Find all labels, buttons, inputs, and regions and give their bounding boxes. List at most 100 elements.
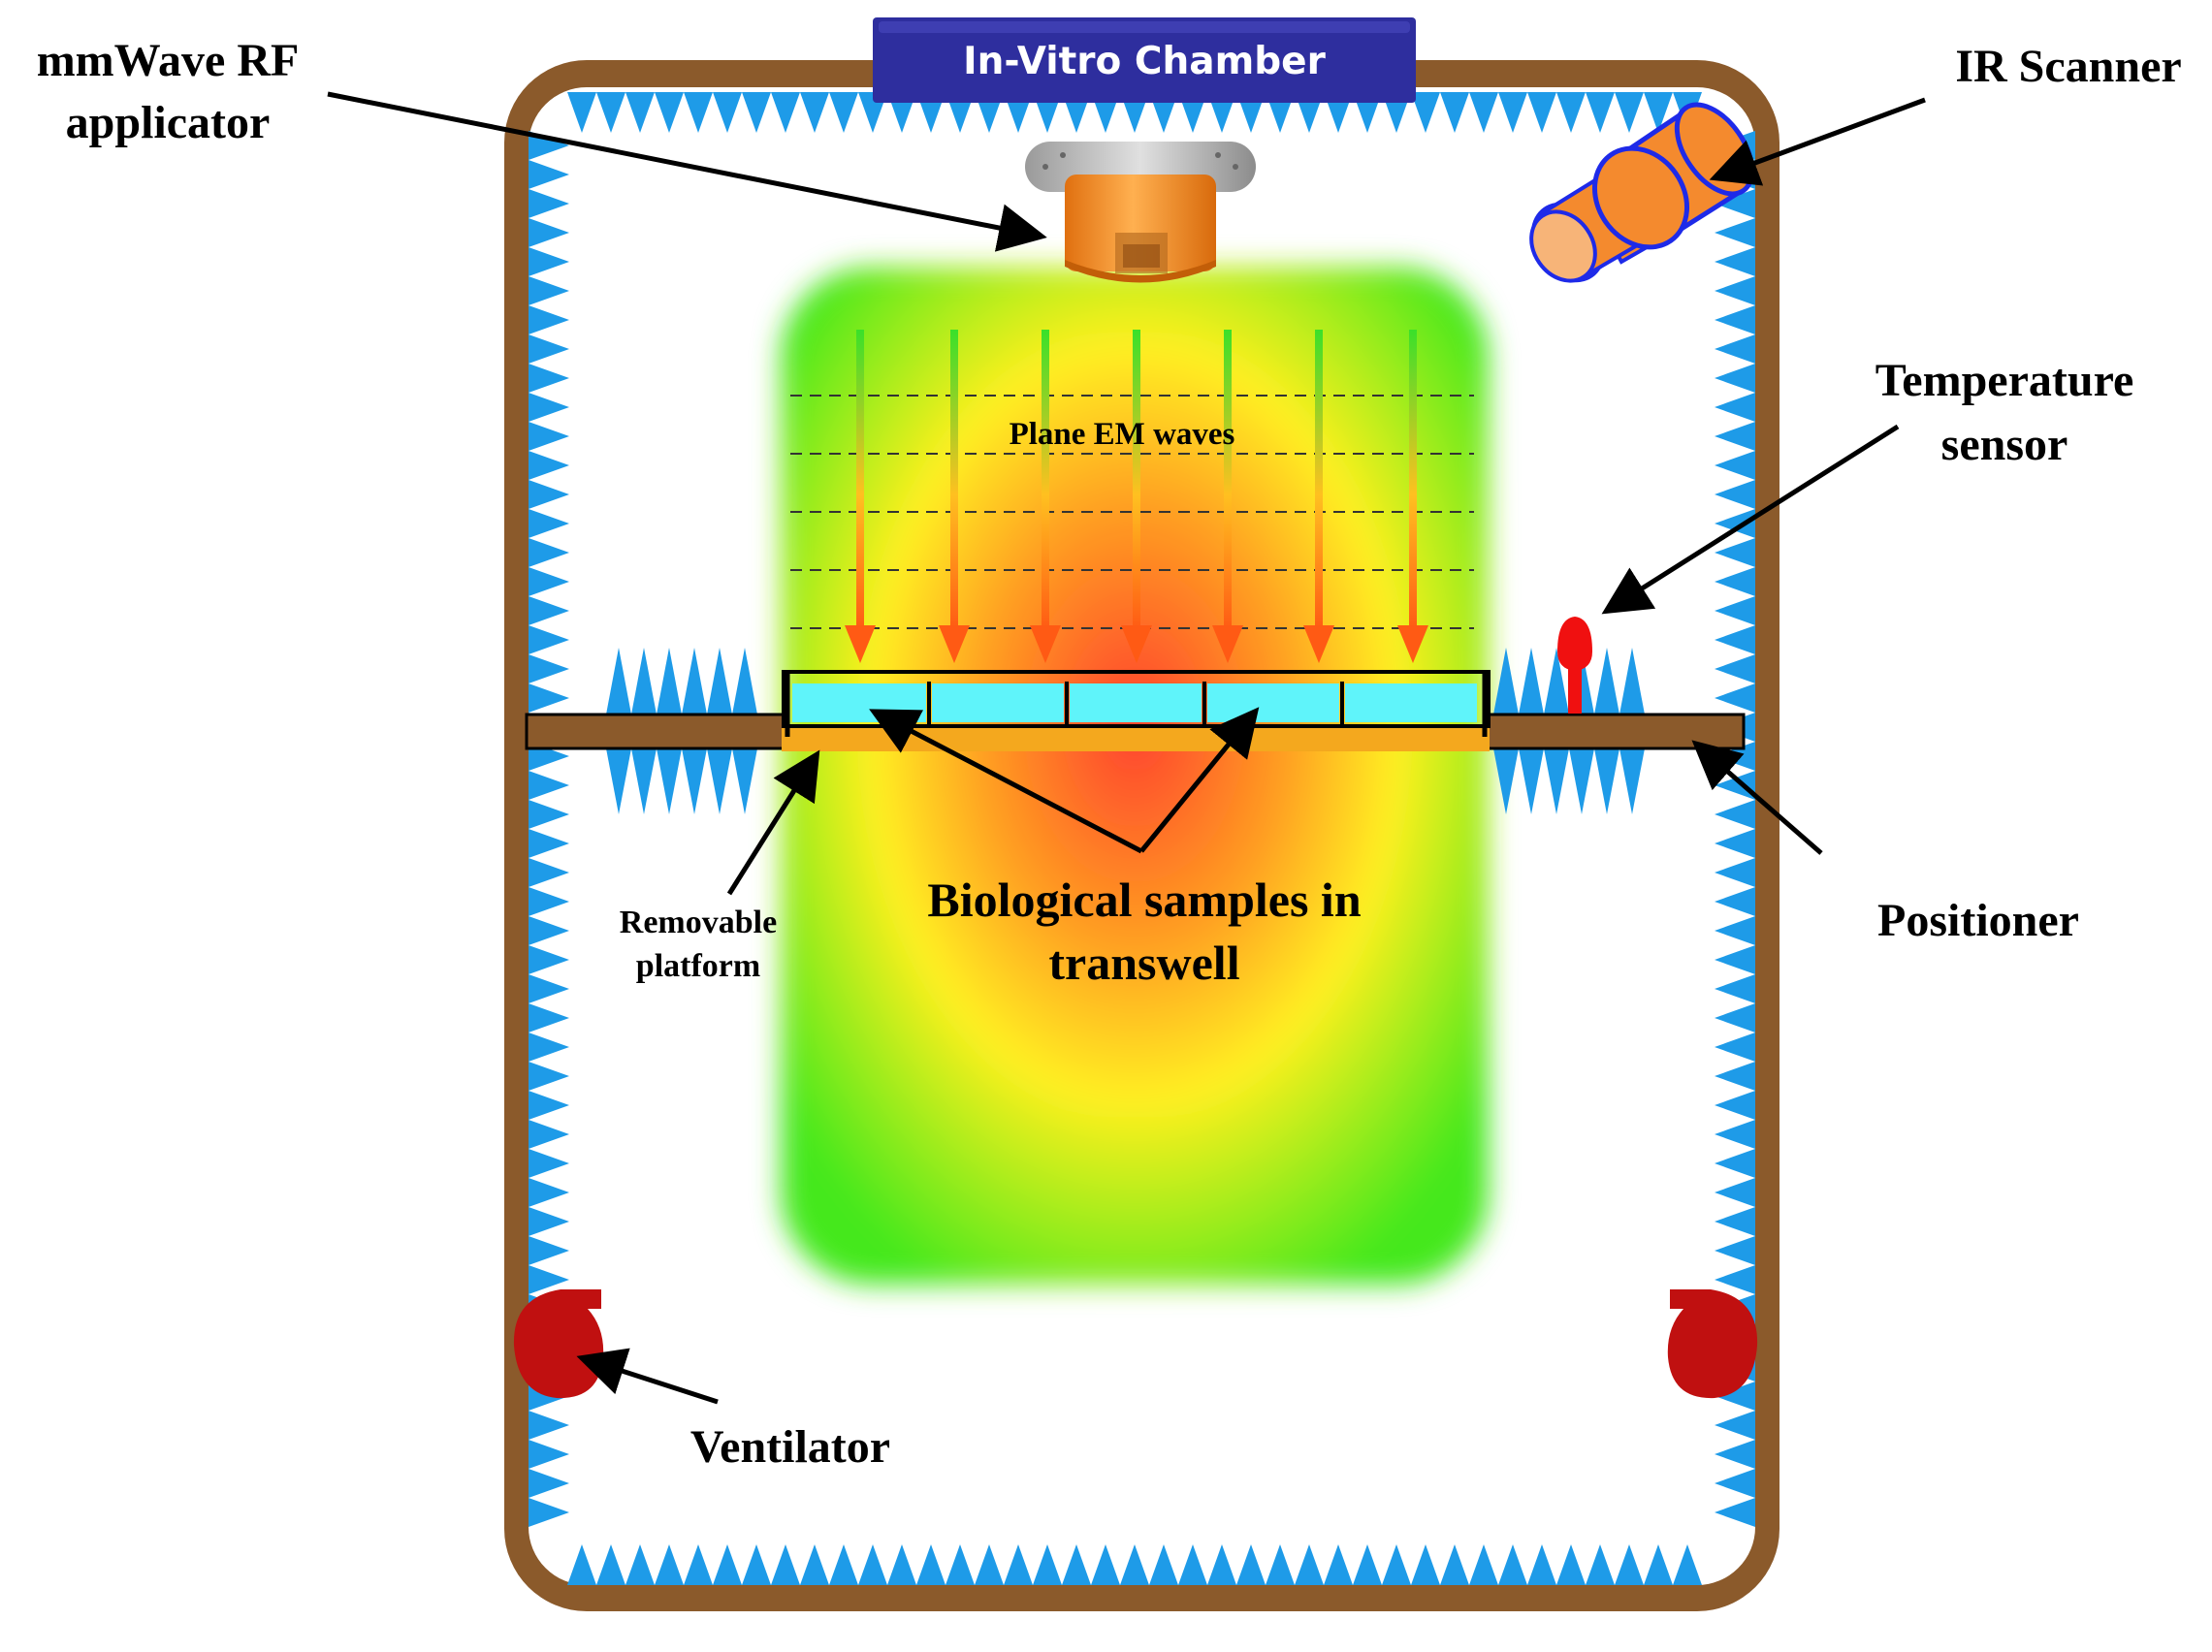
positioner-absorber-tooth	[1544, 648, 1569, 715]
absorber-tooth	[742, 1544, 771, 1585]
absorber-tooth	[529, 974, 569, 1003]
positioner-absorber-tooth	[1493, 648, 1519, 715]
positioner-absorber-tooth	[732, 648, 757, 715]
absorber-tooth	[529, 1265, 569, 1294]
positioner-absorber-tooth	[606, 648, 631, 715]
absorber-tooth	[529, 247, 569, 276]
absorber-tooth	[529, 683, 569, 713]
absorber-tooth	[946, 1544, 975, 1585]
absorber-tooth	[742, 92, 771, 133]
absorber-tooth	[529, 625, 569, 654]
absorber-tooth	[529, 887, 569, 916]
absorber-tooth	[529, 1062, 569, 1091]
temperature-sensor-icon	[1557, 617, 1592, 714]
wave-arrow-head	[1121, 625, 1152, 663]
positioner-bar-right	[1485, 713, 1746, 750]
absorber-tooth	[529, 829, 569, 858]
absorber-tooth	[529, 1411, 569, 1440]
wave-arrow-head	[1303, 625, 1334, 663]
absorber-tooth	[1411, 1544, 1440, 1585]
absorber-tooth	[1324, 1544, 1353, 1585]
positioner-absorber-tooth	[606, 748, 631, 814]
absorber-tooth	[1715, 1382, 1755, 1411]
absorber-tooth	[1715, 189, 1755, 218]
platform-label-line2: platform	[636, 948, 760, 984]
absorber-tooth	[567, 1544, 596, 1585]
absorber-tooth	[625, 1544, 655, 1585]
absorber-tooth	[1615, 92, 1644, 133]
absorber-tooth	[655, 1544, 684, 1585]
absorber-tooth	[1586, 1544, 1615, 1585]
absorber-tooth	[1715, 567, 1755, 596]
absorber-tooth	[1440, 1544, 1469, 1585]
absorber-tooth	[529, 800, 569, 829]
applicator-label-line2: applicator	[66, 97, 271, 148]
wave-arrow-head	[939, 625, 970, 663]
absorber-tooth	[529, 393, 569, 422]
absorber-tooth	[529, 538, 569, 567]
absorber-tooth	[1266, 1544, 1295, 1585]
positioner-absorber-tooth	[682, 648, 707, 715]
absorber-tooth	[975, 1544, 1004, 1585]
absorber-tooth	[1091, 1544, 1120, 1585]
positioner-absorber-tooth	[631, 648, 657, 715]
positioner-absorber-tooth	[1594, 648, 1619, 715]
wavefront-lines	[790, 395, 1474, 629]
absorber-tooth	[529, 189, 569, 218]
absorber-tooth	[1715, 1469, 1755, 1498]
positioner-absorber-tooth	[1569, 748, 1594, 814]
absorber-tooth	[529, 1120, 569, 1149]
ventilator-icon	[513, 1289, 604, 1399]
absorber-tooth	[1715, 1062, 1755, 1091]
absorber-tooth	[1715, 974, 1755, 1003]
absorber-tooth	[529, 160, 569, 189]
absorber-tooth	[1715, 1265, 1755, 1294]
absorber-tooth	[1715, 480, 1755, 509]
absorber-tooth	[567, 92, 596, 133]
absorber-tooth	[529, 364, 569, 393]
absorber-tooth	[529, 945, 569, 974]
absorber-tooth	[529, 1149, 569, 1178]
absorber-tooth	[887, 1544, 916, 1585]
absorber-tooth	[529, 1498, 569, 1527]
absorber-tooth	[684, 92, 713, 133]
absorber-tooth	[1615, 1544, 1644, 1585]
absorber-tooth	[1715, 1120, 1755, 1149]
samples-label-line1: Biological samples in	[927, 873, 1361, 927]
absorber-tooth	[529, 1178, 569, 1207]
absorber-tooth	[1527, 92, 1556, 133]
absorber-tooth	[916, 1544, 946, 1585]
removable-platform	[782, 725, 1490, 751]
positioner-absorber-tooth	[1619, 648, 1645, 715]
absorber-tooth	[1644, 92, 1673, 133]
wave-arrow-shaft	[1042, 330, 1049, 630]
absorber-tooth	[1527, 1544, 1556, 1585]
absorber-tooth	[1715, 364, 1755, 393]
absorber-tooth	[1673, 1544, 1702, 1585]
absorber-tooth	[1207, 1544, 1236, 1585]
absorber-tooth	[529, 1207, 569, 1236]
transwell	[782, 670, 1491, 737]
absorber-tooth	[1715, 887, 1755, 916]
absorber-tooth	[829, 92, 858, 133]
absorber-tooth	[1715, 1440, 1755, 1469]
absorber-tooth	[1715, 683, 1755, 713]
positioner-absorbers	[606, 648, 1645, 814]
absorber-tooth	[529, 596, 569, 625]
absorber-tooth	[684, 1544, 713, 1585]
absorber-tooth	[1715, 829, 1755, 858]
title-text: In-Vitro Chamber	[963, 40, 1326, 83]
positioner-absorber-tooth	[631, 748, 657, 814]
absorber-tooth	[1715, 800, 1755, 829]
absorber-tooth	[1715, 538, 1755, 567]
positioner-absorber-tooth	[732, 748, 757, 814]
absorber-tooth	[1236, 1544, 1266, 1585]
absorber-tooth	[1644, 1544, 1673, 1585]
absorber-tooth	[529, 451, 569, 480]
rf-applicator-icon	[1025, 142, 1256, 283]
absorber-tooth	[529, 771, 569, 800]
absorber-tooth	[1715, 654, 1755, 683]
positioner-absorber-tooth	[1544, 748, 1569, 814]
absorber-tooth	[1715, 422, 1755, 451]
